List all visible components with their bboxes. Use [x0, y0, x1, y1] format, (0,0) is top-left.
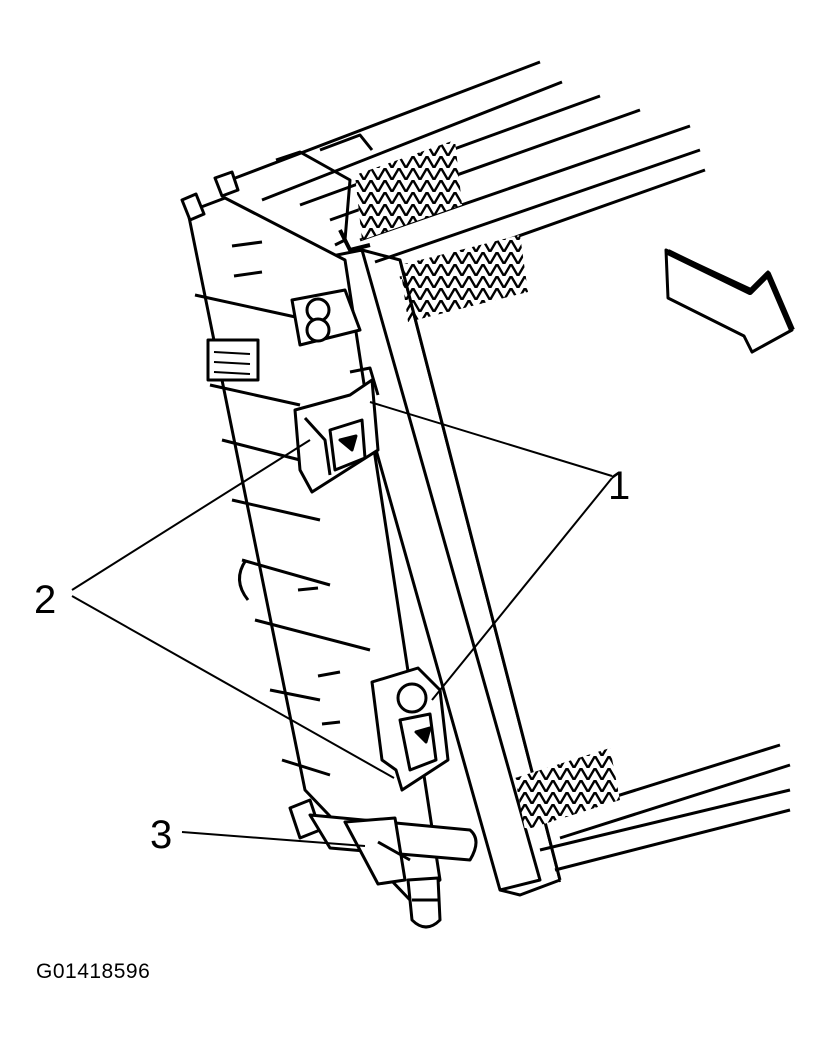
upper-bracket: [293, 366, 380, 494]
leader-2-upper: [71, 439, 311, 591]
leader-3: [181, 831, 366, 847]
radiator-core: [229, 60, 791, 897]
leader-lines: [71, 401, 613, 847]
leader-1-lower: [431, 477, 613, 701]
lower-bracket: [370, 666, 450, 792]
figure-id: G01418596: [36, 960, 151, 983]
leader-2-lower: [71, 595, 395, 779]
lower-hose-fitting: [288, 798, 478, 929]
direction-arrow: [664, 248, 795, 354]
callout-2: 2: [34, 578, 57, 622]
leader-1-upper: [369, 401, 613, 477]
callout-3: 3: [150, 813, 173, 857]
callout-1: 1: [608, 464, 631, 508]
